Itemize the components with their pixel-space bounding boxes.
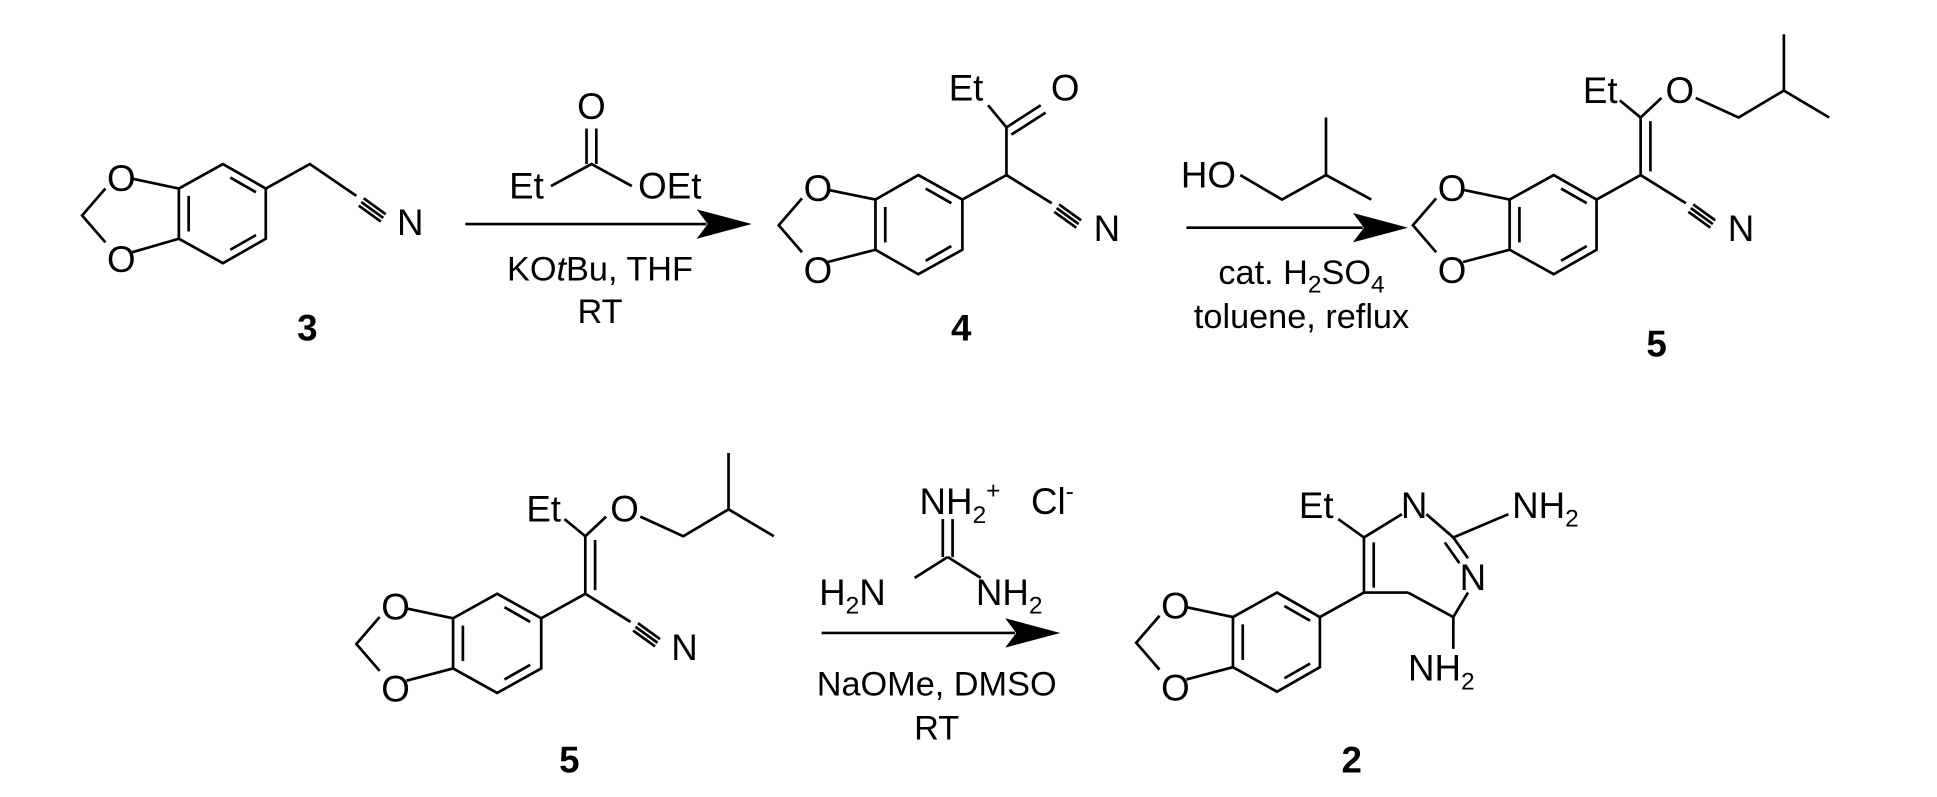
compound-5-structure-top: O O Et O N [1411, 34, 1830, 291]
oxygen-atom-label: O [804, 168, 833, 209]
ethyl-group-label: Et [1583, 70, 1618, 111]
ethyl-group-label: Et [509, 165, 544, 206]
reagent-isobutanol: HO [1181, 117, 1372, 202]
reaction-3-conditions-line1: NaOMe, DMSO [817, 665, 1057, 703]
iminium-label: NH2+ [920, 477, 1001, 528]
nitrogen-atom-label: N [1728, 208, 1755, 249]
reagent-guanidine-hydrochloride: NH2+ Cl- H2N NH2 [819, 477, 1074, 619]
reaction-1-conditions-line2: RT [577, 293, 622, 331]
ethyl-group-label: Et [1299, 485, 1334, 526]
compound-5-label-bottom: 5 [559, 740, 579, 781]
compound-2-structure: O O Et N N NH2 NH2 [1134, 485, 1579, 708]
nitrogen-atom-label: N [671, 627, 698, 668]
oxygen-atom-label: O [1161, 667, 1190, 708]
reaction-2-conditions-line2: toluene, reflux [1194, 298, 1409, 336]
oxygen-atom-label: O [610, 489, 639, 530]
reaction-arrow-1 [465, 209, 752, 239]
chloride-label: Cl- [1031, 479, 1074, 523]
reagent-ethyl-propionate: O Et OEt [509, 86, 701, 207]
oxygen-atom-label: O [107, 158, 136, 199]
compound-2-label: 2 [1341, 740, 1361, 781]
amino-group-label: NH2 [1512, 485, 1579, 533]
oxygen-atom-label: O [577, 86, 606, 127]
nitrogen-atom-label: N [397, 202, 424, 243]
amine-label-left: H2N [819, 572, 886, 620]
ethoxy-group-label: OEt [638, 165, 701, 206]
oxygen-atom-label: O [381, 669, 410, 710]
amino-group-label: NH2 [1408, 648, 1475, 696]
nitrogen-atom-label: N [1460, 557, 1487, 598]
oxygen-atom-label: O [1438, 168, 1467, 209]
oxygen-atom-label: O [1666, 70, 1695, 111]
reaction-1-conditions-line1: KOtBu, THF [507, 250, 693, 288]
nitrogen-atom-label: N [1401, 485, 1428, 526]
compound-3-structure: O O N [80, 158, 424, 280]
compound-5-structure-bottom: O O Et O N [354, 452, 775, 710]
compound-4-label: 4 [951, 307, 972, 348]
reaction-2-conditions-line1: cat. H2SO4 [1218, 254, 1384, 299]
compound-3-label: 3 [297, 307, 317, 348]
oxygen-atom-label: O [804, 250, 833, 291]
oxygen-atom-label: O [1161, 585, 1190, 626]
oxygen-atom-label: O [1438, 250, 1467, 291]
amine-label-right: NH2 [976, 572, 1043, 620]
oxygen-atom-label: O [1051, 67, 1080, 108]
reaction-arrow-3 [821, 618, 1061, 648]
reaction-arrow-2 [1186, 213, 1409, 243]
compound-5-label-top: 5 [1646, 323, 1666, 364]
oxygen-atom-label: O [107, 239, 136, 280]
reaction-3-conditions-line2: RT [914, 709, 959, 747]
compound-4-structure: O O Et O N [776, 67, 1121, 291]
hydroxyl-group-label: HO [1181, 154, 1236, 195]
ethyl-group-label: Et [526, 489, 561, 530]
nitrogen-atom-label: N [1094, 208, 1121, 249]
ethyl-group-label: Et [949, 67, 984, 108]
oxygen-atom-label: O [381, 586, 410, 627]
